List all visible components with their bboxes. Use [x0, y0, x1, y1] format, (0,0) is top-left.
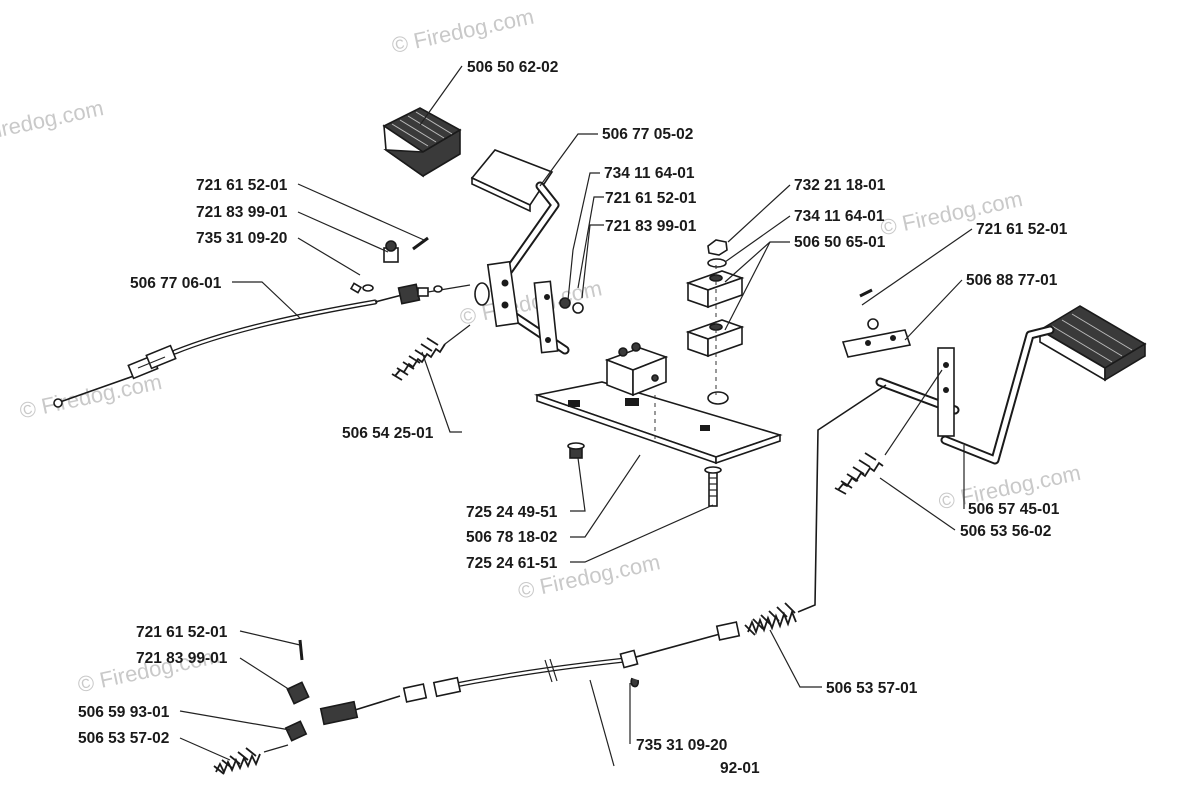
left-pedal-plate — [470, 149, 554, 213]
part-labels: 506 50 62-02 506 77 05-02 734 11 64-01 7… — [78, 59, 1068, 777]
part-label-725-24-61-51: 725 24 61-51 — [466, 555, 558, 572]
part-label-735-31-09-20: 735 31 09-20 — [636, 737, 727, 754]
part-label-734-11-64-01: 734 11 64-01 — [604, 165, 695, 182]
right-spring-506-53-56-02 — [834, 369, 943, 495]
part-label-506-53-57-01: 506 53 57-01 — [826, 680, 918, 697]
part-label-721-61-52-01: 721 61 52-01 — [976, 221, 1068, 238]
part-label-506-77-05-02: 506 77 05-02 — [602, 126, 693, 143]
part-label-506-50-62-02: 506 50 62-02 — [467, 59, 558, 76]
part-label-506-78-18-02: 506 78 18-02 — [466, 529, 557, 546]
watermark-text: © Firedog.com — [389, 4, 536, 59]
part-label-732-21-18-01: 732 21 18-01 — [794, 177, 886, 194]
part-label-721-61-52-01: 721 61 52-01 — [605, 190, 697, 207]
watermark-text: © Firedog.com — [0, 95, 106, 150]
part-label-735-31-09-20: 735 31 09-20 — [196, 230, 287, 247]
part-label-506-53-56-02: 506 53 56-02 — [960, 523, 1051, 540]
lower-block — [685, 319, 745, 358]
right-bracket-506-88-77-01 — [841, 288, 912, 358]
part-label-506-53-57-02: 506 53 57-02 — [78, 730, 169, 747]
nut-washer — [707, 239, 728, 268]
part-label-506-88-77-01: 506 88 77-01 — [966, 272, 1058, 289]
left-spring-506-54-25-01 — [391, 324, 471, 381]
part-label-506-59-93-01: 506 59 93-01 — [78, 704, 170, 721]
left-cable — [53, 282, 471, 408]
part-label-92-01: 92-01 — [720, 760, 760, 777]
part-label-721-83-99-01: 721 83 99-01 — [136, 650, 228, 667]
bottom-cable — [319, 621, 741, 726]
right-pedal-arm — [875, 325, 1055, 465]
left-pedal-pad — [382, 107, 462, 178]
center-bolts — [567, 442, 722, 507]
leader-lines — [179, 65, 973, 767]
part-label-721-83-99-01: 721 83 99-01 — [605, 218, 697, 235]
part-label-506-54-25-01: 506 54 25-01 — [342, 425, 434, 442]
part-label-506-50-65-01: 506 50 65-01 — [794, 234, 886, 251]
right-pedal-pad — [1038, 305, 1147, 382]
part-label-725-24-49-51: 725 24 49-51 — [466, 504, 558, 521]
part-label-506-57-45-01: 506 57 45-01 — [968, 501, 1060, 518]
part-label-721-61-52-01: 721 61 52-01 — [136, 624, 228, 641]
left-pedal-link — [533, 280, 584, 354]
part-label-734-11-64-01: 734 11 64-01 — [794, 208, 885, 225]
watermark-text: © Firedog.com — [17, 369, 164, 424]
center-block — [604, 342, 669, 397]
part-label-721-83-99-01: 721 83 99-01 — [196, 204, 288, 221]
bottom-left-parts — [213, 639, 639, 775]
upper-block — [685, 270, 745, 309]
part-label-721-61-52-01: 721 61 52-01 — [196, 177, 288, 194]
bottom-spring-506-53-57-01 — [744, 384, 887, 636]
left-pin-parts — [383, 236, 429, 263]
center-plate — [533, 381, 783, 465]
part-label-506-77-06-01: 506 77 06-01 — [130, 275, 222, 292]
